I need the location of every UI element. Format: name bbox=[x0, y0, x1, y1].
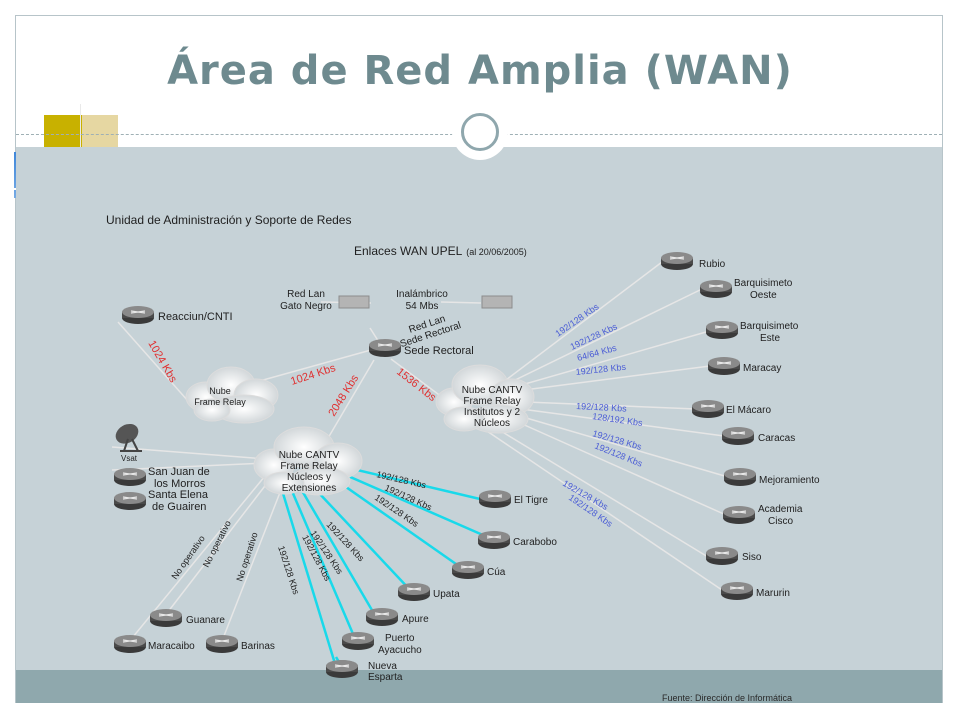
link-apure bbox=[292, 476, 378, 618]
label-red-lan-gato-2: Gato Negro bbox=[280, 301, 332, 312]
title-ring bbox=[452, 104, 508, 160]
label-nube-1: Nube bbox=[209, 386, 231, 396]
label-marurin: Marurin bbox=[756, 588, 790, 599]
label-guanare: Guanare bbox=[186, 615, 225, 626]
label-red-lan-gato-1: Red Lan bbox=[287, 289, 325, 300]
label-nube-2: Frame Relay bbox=[194, 397, 246, 407]
footer-band bbox=[16, 670, 942, 703]
label-cantv2-1: Nube CANTV bbox=[279, 450, 340, 461]
link-nube-sede bbox=[255, 349, 372, 383]
label-caracas: Caracas bbox=[758, 433, 795, 444]
link-mejoramiento bbox=[515, 414, 729, 478]
label-barq-oeste-2: Oeste bbox=[750, 290, 777, 301]
links-gray bbox=[111, 261, 729, 644]
bridge-gato-icon bbox=[338, 295, 370, 309]
label-inalambrico-2: 54 Mbs bbox=[406, 301, 439, 312]
link-eltigre bbox=[335, 463, 481, 501]
link-inalambrico-lan bbox=[440, 301, 482, 304]
cloud-cantv-nucleos bbox=[253, 426, 363, 496]
bridge-sede-icon bbox=[481, 295, 513, 309]
label-eltigre: El Tigre bbox=[514, 495, 548, 506]
links-title: Enlaces WAN UPEL(al 20/06/2005) bbox=[354, 244, 527, 258]
label-macaro: El Mácaro bbox=[726, 405, 771, 416]
label-carabobo: Carabobo bbox=[513, 537, 557, 548]
link-ne bbox=[276, 476, 338, 668]
label-upata: Upata bbox=[433, 589, 460, 600]
label-cantv2-2: Frame Relay bbox=[280, 461, 337, 472]
router-ne-overlay-icon bbox=[325, 659, 359, 679]
link-barinas bbox=[221, 471, 289, 642]
wan-diagram-svg: Unidad de Administración y Soporte de Re… bbox=[106, 213, 820, 679]
link-caracas bbox=[520, 408, 725, 437]
label-cantv2-4: Extensiones bbox=[282, 483, 336, 494]
label-cantv1-4: Núcleos bbox=[474, 418, 510, 429]
link-rubio bbox=[505, 261, 663, 381]
label-barq-este-2: Este bbox=[760, 333, 780, 344]
label-siso: Siso bbox=[742, 552, 762, 563]
link-barq-oeste bbox=[510, 288, 703, 383]
label-pa-2: Ayacucho bbox=[378, 645, 422, 656]
label-academia-2: Cisco bbox=[768, 516, 793, 527]
cloud-cantv-institutos bbox=[435, 364, 535, 434]
label-cantv1-2: Frame Relay bbox=[463, 396, 520, 407]
label-inalambrico-1: Inalámbrico bbox=[396, 289, 448, 300]
link-siso bbox=[490, 424, 709, 558]
cloud-nube-frame-relay bbox=[185, 366, 279, 424]
link-pa bbox=[284, 476, 358, 642]
link-label-macaro: 192/128 Kbs bbox=[576, 401, 627, 414]
label-santaelena-2: de Guairen bbox=[152, 501, 206, 513]
label-apure: Apure bbox=[402, 614, 429, 625]
link-cua bbox=[325, 471, 467, 573]
link-carabobo bbox=[331, 467, 493, 541]
link-marurin bbox=[480, 426, 723, 591]
label-cantv1-3: Institutos y 2 bbox=[464, 407, 521, 418]
link-barq-este bbox=[517, 331, 707, 387]
links-title-date: (al 20/06/2005) bbox=[466, 247, 527, 257]
slide-title: Área de Red Amplia (WAN) bbox=[167, 48, 793, 94]
wan-diagram: Unidad de Administración y Soporte de Re… bbox=[16, 147, 942, 679]
link-sede-cantv1 bbox=[390, 358, 447, 401]
label-academia-1: Academia bbox=[758, 504, 803, 515]
link-guanare bbox=[163, 468, 279, 618]
link-reacciun-nube bbox=[117, 321, 197, 411]
label-pa-1: Puerto bbox=[385, 633, 415, 644]
vsat-dish-icon bbox=[115, 423, 142, 452]
link-macaro bbox=[525, 401, 697, 410]
label-sanjuan-2: los Morros bbox=[154, 478, 206, 490]
label-ne-1: Nueva bbox=[368, 661, 397, 672]
label-cantv1-1: Nube CANTV bbox=[462, 385, 523, 396]
label-sede: Sede Rectoral bbox=[404, 345, 474, 357]
label-vsat: Vsat bbox=[121, 454, 138, 463]
links-cyan bbox=[276, 463, 493, 668]
label-sanjuan-1: San Juan de bbox=[148, 466, 210, 478]
label-reacciun: Reacciun/CNTI bbox=[158, 311, 233, 323]
label-mejoramiento: Mejoramiento bbox=[759, 475, 820, 486]
label-barq-oeste-1: Barquisimeto bbox=[734, 278, 793, 289]
unit-label: Unidad de Administración y Soporte de Re… bbox=[106, 213, 351, 227]
label-rubio: Rubio bbox=[699, 259, 726, 270]
overlay-svg: Nueva Esparta Fuente: Dirección de Infor… bbox=[325, 656, 792, 703]
label-santaelena-1: Santa Elena bbox=[148, 489, 209, 501]
link-academia bbox=[510, 418, 727, 516]
link-sede-cantv2 bbox=[320, 359, 375, 451]
label-cua: Cúa bbox=[487, 567, 506, 578]
label-barinas: Barinas bbox=[241, 641, 275, 652]
link-maracay bbox=[523, 365, 711, 391]
links-title-main: Enlaces WAN UPEL bbox=[354, 244, 463, 258]
label-cantv2-3: Núcleos y bbox=[287, 472, 331, 483]
source-note: Fuente: Dirección de Informática bbox=[662, 693, 792, 703]
label-ne-2: Esparta bbox=[368, 672, 403, 683]
ring-circle-icon bbox=[461, 113, 499, 151]
label-barq-este-1: Barquisimeto bbox=[740, 321, 799, 332]
label-maracay: Maracay bbox=[743, 363, 781, 374]
label-maracaibo: Maracaibo bbox=[148, 641, 195, 652]
